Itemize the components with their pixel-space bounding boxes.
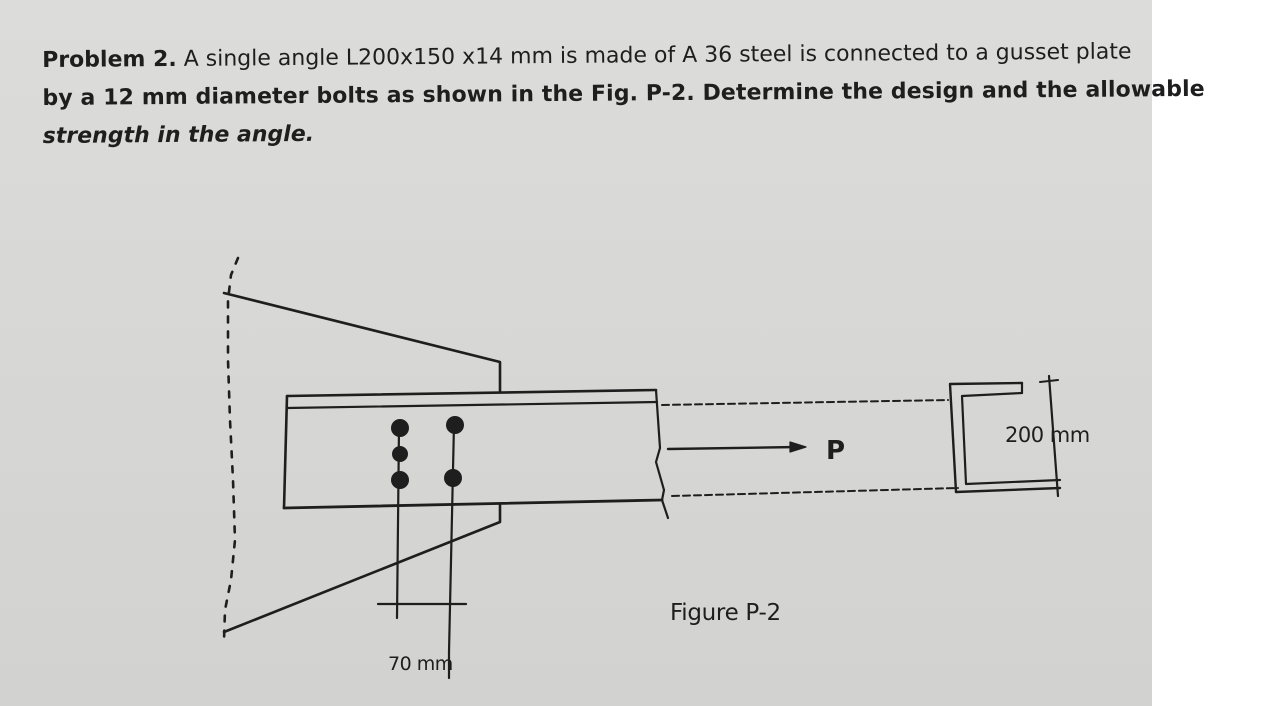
- bolt-hole: [391, 419, 409, 437]
- bolt-hole: [444, 469, 462, 487]
- angle-leg-line: [285, 400, 659, 410]
- bolt-line-2: [447, 422, 456, 654]
- angle-end-edge: [282, 394, 289, 510]
- figure-caption: Figure P-2: [670, 600, 781, 626]
- bolt-hole: [391, 471, 409, 489]
- leg-dimension-label: 200 mm: [1005, 423, 1090, 447]
- gusset-plate-bottom-edge: [222, 503, 502, 634]
- angle-bottom-edge: [282, 498, 664, 510]
- gusset-plate-top-edge: [222, 291, 502, 394]
- member-top-dashed: [661, 399, 949, 406]
- paper-page: P 70 mm 200 mm Figure P-2: [0, 0, 1152, 706]
- angle-break-line: [654, 388, 670, 520]
- angle-section-inner: [960, 391, 1062, 486]
- leg-dimension-line: [1047, 374, 1060, 498]
- load-label: P: [826, 436, 845, 466]
- bolt-hole: [446, 416, 464, 434]
- bolt-gage-label: 70 mm: [388, 653, 453, 675]
- problem-label: Problem 2.: [42, 46, 177, 73]
- problem-line-1-text: A single angle L200x150 x14 mm is made o…: [176, 39, 1132, 72]
- load-arrow-shaft: [666, 445, 800, 451]
- angle-top-edge: [285, 388, 658, 398]
- member-bottom-dashed: [671, 487, 959, 497]
- figure-p2-drawing: P 70 mm 200 mm Figure P-2: [222, 256, 1090, 680]
- leg-dimension-tick-top: [1039, 379, 1059, 383]
- problem-statement: Problem 2. A single angle L200x150 x14 m…: [42, 33, 1223, 156]
- bolt-hole: [392, 446, 408, 462]
- angle-section-outer: [948, 381, 1062, 494]
- load-arrow-head: [789, 441, 807, 453]
- gusset-break-line: [222, 256, 240, 642]
